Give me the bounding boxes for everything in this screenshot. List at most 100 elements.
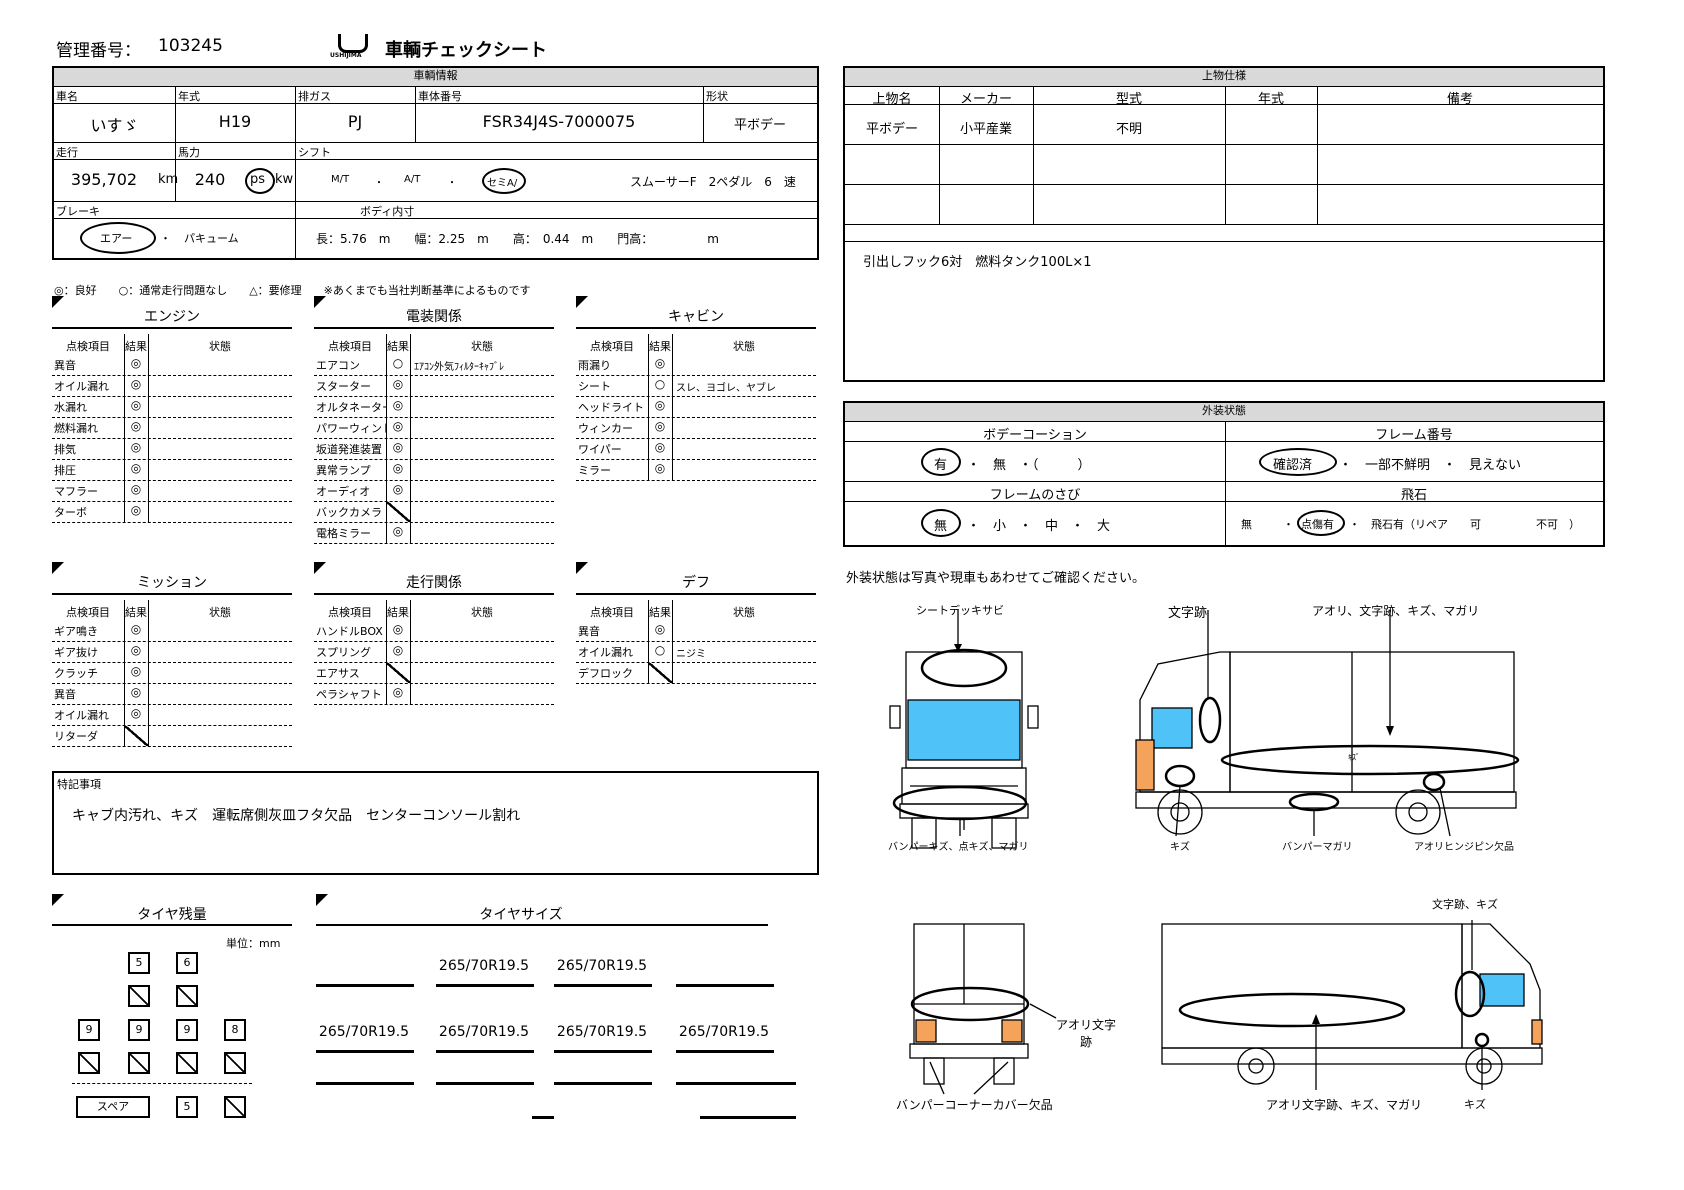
diagram-side1-e-label: アオリヒンジピン欠品	[1414, 842, 1514, 853]
tire-size-marker	[316, 894, 328, 906]
electric-result: ◎	[392, 419, 404, 433]
electric-item: スターター	[316, 380, 371, 393]
mission-col-state: 状態	[209, 606, 231, 619]
exterior-title: 外装状態	[845, 403, 1603, 422]
cabin-item: ワイパー	[578, 443, 622, 456]
mileage-label: 走行	[56, 146, 78, 159]
drive-section: 走行関係点検項目結果状態ハンドルBOX◎スプリング◎エアサスペラシャフト◎	[314, 562, 554, 802]
drive-result-na	[387, 663, 410, 683]
drive-col-state: 状態	[471, 606, 493, 619]
power-unit-ps: ps	[250, 172, 266, 187]
electric-result: ◎	[392, 377, 404, 391]
engine-result: ◎	[130, 440, 142, 454]
tire-front-right: 6	[176, 952, 198, 974]
year-label: 年式	[178, 90, 200, 103]
frame-no-checked: 確認済	[1273, 458, 1313, 473]
diagram-side1-d-label: バンパーマガリ	[1282, 842, 1353, 853]
mission-col-result: 結果	[125, 606, 147, 619]
frame-no-rest: ・ 一部不鮮明 ・ 見えない	[1339, 458, 1522, 473]
upper-spec-title: 上物仕様	[845, 68, 1603, 87]
tire-remain-marker	[52, 894, 64, 906]
engine-item: オイル漏れ	[54, 380, 109, 393]
electric-col-item: 点検項目	[328, 340, 372, 353]
body-label: ボディ内寸	[360, 205, 415, 218]
diff-col-item: 点検項目	[590, 606, 634, 619]
power-unit-kw: kw	[275, 172, 294, 187]
coating-yes: 有	[934, 458, 948, 473]
diff-marker	[576, 562, 588, 574]
tire-front-right-inner	[176, 985, 198, 1007]
electric-item: オルタネーター	[316, 401, 386, 414]
mission-result: ◎	[130, 664, 142, 678]
cabin-state: スレ、ヨゴレ、ヤブレ	[676, 383, 776, 394]
stone-marked: 点傷有	[1301, 518, 1334, 531]
upper-header-model: 型式	[1115, 92, 1142, 107]
drive-item: ペラシャフト	[316, 688, 382, 701]
electric-item: 電格ミラー	[316, 527, 371, 540]
diff-item: オイル漏れ	[578, 646, 633, 659]
diff-result-na	[649, 663, 672, 683]
engine-item: 排気	[54, 443, 76, 456]
diagram-side1-b-label: アオリ、文字跡、キズ、マガリ	[1312, 604, 1480, 618]
engine-result: ◎	[130, 377, 142, 391]
coating-rest: ・ 無 ・（ ）	[967, 458, 1091, 473]
drive-result: ◎	[392, 685, 404, 699]
engine-item: ターボ	[54, 506, 87, 519]
mission-col-item: 点検項目	[66, 606, 110, 619]
exterior-note: 外装状態は写真や現車もあわせてご確認ください。	[846, 571, 1146, 586]
electric-item: 坂道発進装置	[316, 443, 382, 456]
engine-result: ◎	[130, 503, 142, 517]
electric-title: 電装関係	[406, 309, 462, 325]
rear-body-mark	[910, 986, 1030, 1022]
drive-item: ハンドルBOX	[316, 625, 383, 638]
drive-result: ◎	[392, 622, 404, 636]
electric-state: ｴｱｺﾝ外気ﾌｨﾙﾀｰｷｬﾌﾞﾚ	[414, 362, 504, 373]
tire-size-front-2: 265/70R19.5	[556, 958, 648, 974]
truck-side-view-1	[1135, 651, 1517, 835]
cabin-title: キャビン	[668, 309, 724, 325]
tire-rear-inner-4	[224, 1052, 246, 1074]
cabin-item: ミラー	[578, 464, 611, 477]
electric-result-na	[387, 502, 410, 522]
body-dims: 長：5.76 m 幅：2.25 m 高： 0.44 m 門高： m	[316, 232, 719, 246]
tire-remain-title: タイヤ残量	[137, 907, 207, 923]
stone-none: 無	[1241, 518, 1252, 531]
tire-unit: 単位：mm	[226, 937, 281, 950]
shift-dot-2: ・	[447, 178, 457, 189]
mission-item: ギア鳴き	[54, 625, 98, 638]
mission-item: ギア抜け	[54, 646, 98, 659]
stone-dot: ・	[1283, 518, 1294, 531]
rust-rest: ・ 小 ・ 中 ・ 大	[967, 519, 1111, 534]
diagram-side1-c-label: キズ	[1170, 842, 1190, 853]
drive-item: エアサス	[316, 667, 360, 680]
electric-result: ◎	[392, 440, 404, 454]
engine-result: ◎	[130, 461, 142, 475]
vehicle-info-box: 車輌情報 車名 年式 排ガス 車体番号 形状 いすゞ H19 PJ FSR34J…	[52, 66, 819, 260]
diff-result: ○	[654, 643, 666, 657]
upper-header-year: 年式	[1257, 92, 1284, 107]
year-value: H19	[218, 112, 252, 131]
exterior-box: 外装状態 ボデーコーション フレーム番号 有 ・ 無 ・（ ） 確認済 ・ 一部…	[843, 401, 1605, 547]
mission-result: ◎	[130, 643, 142, 657]
electric-item: パワーウィンド	[316, 422, 386, 435]
diff-section: デフ点検項目結果状態異音◎オイル漏れ○ニジミデフロック	[576, 562, 816, 802]
diagram-side1-a-label: 文字跡	[1168, 606, 1208, 621]
tire-rear-2: 9	[128, 1019, 150, 1041]
truck-rear-view	[909, 923, 1029, 1085]
mission-result: ◎	[130, 622, 142, 636]
tire-rear-inner-2	[128, 1052, 150, 1074]
electric-result: ○	[392, 356, 404, 370]
drive-title: 走行関係	[406, 575, 462, 591]
tire-spare-2	[224, 1096, 246, 1118]
emission-label: 排ガス	[298, 90, 331, 103]
shift-mt: M/T	[331, 174, 350, 185]
emission-value: PJ	[347, 112, 363, 131]
electric-result: ◎	[392, 398, 404, 412]
engine-item: 排圧	[54, 464, 76, 477]
tire-size-title: タイヤサイズ	[479, 907, 563, 923]
tire-size-rear-1: 265/70R19.5	[318, 1024, 410, 1040]
mileage-value: 395,702	[70, 170, 138, 189]
upper-row1-name: 平ボデー	[865, 122, 918, 137]
logo-text: USHIJIMA	[330, 52, 362, 59]
mission-marker	[52, 562, 64, 574]
